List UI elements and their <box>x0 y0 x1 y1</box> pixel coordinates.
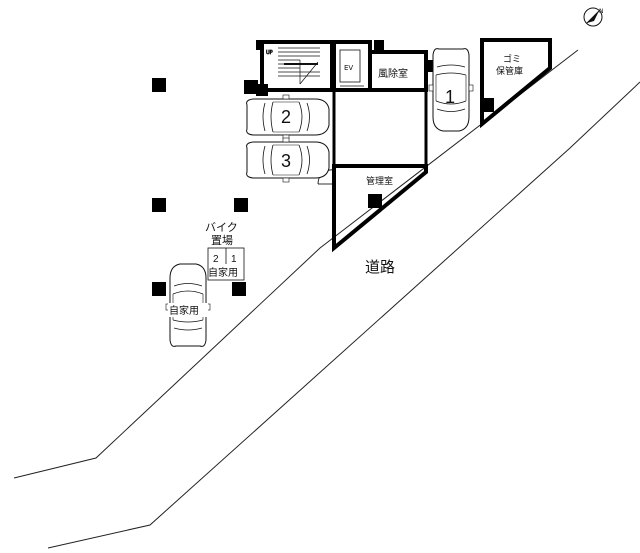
bike-parking-label-2: 置場 <box>211 234 233 247</box>
elevator-label: EV <box>344 64 353 72</box>
management-room <box>332 164 428 253</box>
bike-slot-2: 2 <box>213 254 219 265</box>
columns <box>152 40 494 296</box>
hall <box>332 88 428 168</box>
garbage-storage <box>480 38 552 129</box>
parking-spot-1: 1 <box>428 48 474 132</box>
parking-spot-3: 3 <box>246 137 330 183</box>
bike-private-label: 自家用 <box>208 266 238 279</box>
wind-room-label: 風除室 <box>378 67 408 80</box>
garbage-label-1: ゴミ <box>503 53 521 65</box>
building <box>260 38 552 253</box>
parking-spot-private: 自家用 <box>165 263 211 347</box>
svg-text:N: N <box>599 8 604 15</box>
parking-spot-2-number: 2 <box>281 107 291 127</box>
road-edge-upper <box>13 49 579 479</box>
road <box>13 49 640 549</box>
elevator <box>339 49 361 83</box>
stairs-up-label: UP <box>266 50 273 56</box>
parking-spot-2: 2 <box>246 94 330 140</box>
parking-spot-3-number: 3 <box>281 151 291 171</box>
parking-spot-1-number: 1 <box>445 87 455 107</box>
north-arrow-icon: N <box>583 7 604 27</box>
stairs: UP <box>266 47 320 85</box>
garbage-label-2: 保管庫 <box>496 65 523 77</box>
private-car-label: 自家用 <box>169 304 199 317</box>
bike-parking-label-1: バイク <box>205 221 238 234</box>
road-edge-lower <box>47 81 640 549</box>
bike-parking: バイク 置場 2 1 自家用 <box>205 221 245 281</box>
road-label: 道路 <box>365 258 395 276</box>
bike-slot-1: 1 <box>231 254 237 265</box>
management-room-label: 管理室 <box>366 175 393 187</box>
